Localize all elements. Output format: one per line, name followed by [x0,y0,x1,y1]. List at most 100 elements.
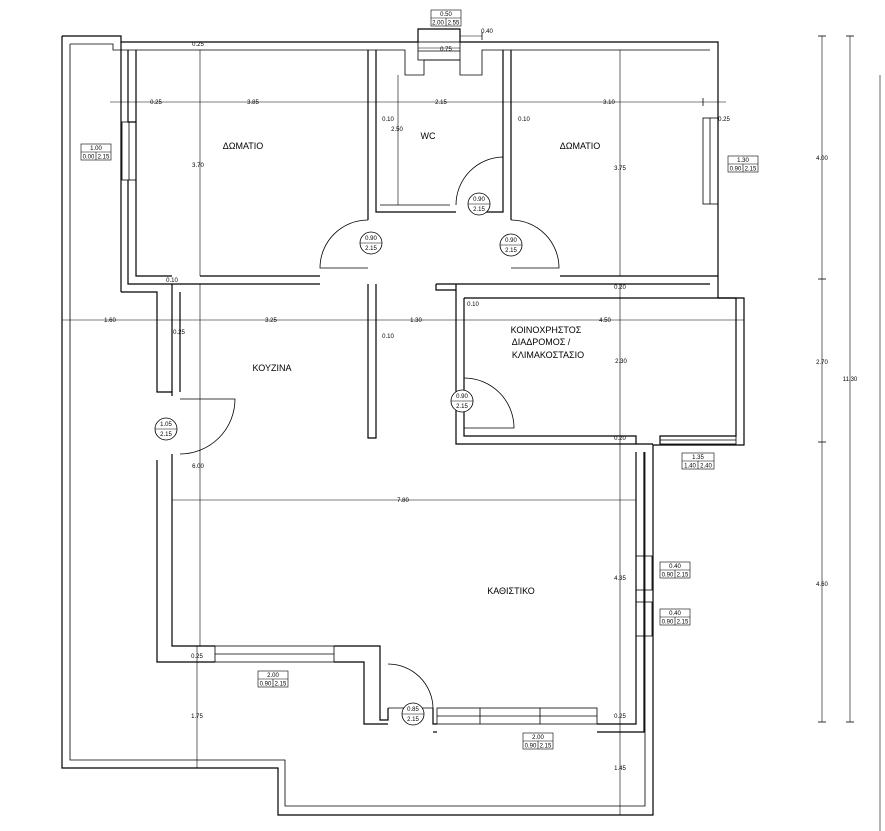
window-right-bedroom [702,117,719,205]
dim-label: 0.75 [440,47,452,53]
door-tag-wc-width: 0.90 [473,197,485,203]
opening-tag-right: 1.30 0.90 2.15 [727,155,759,173]
opening-tag-left: 1.00 0.00 2.15 [80,143,112,161]
dim-label: 1.45 [614,766,626,772]
dim-label: 4.50 [599,318,611,324]
door-tag-living-width: 0.85 [407,707,419,713]
opening-tag-living-1-height: 2.15 [677,573,689,579]
room-label-common-3: ΚΛΙΜΑΚΟΣΤΑΣΙΟ [512,350,584,360]
dim-label: 3.25 [265,318,277,324]
dimension-texts: 0.25 0.25 3.85 2.15 3.10 0.25 0.10 2.50 … [104,29,858,772]
opening-tag-living-2-height: 2.15 [677,620,689,626]
dim-label: 0.20 [614,436,626,442]
dim-label: 0.10 [467,302,479,308]
dim-label: 1.60 [104,318,116,324]
room-label-common-1: ΚΟΙΝΟΧΡΗΣΤΟΣ [511,325,582,335]
door-swing-living [387,663,434,709]
door-tag-bedroom-left-width: 0.90 [365,236,377,242]
dim-label: 1.30 [410,318,422,324]
door-swing-left-bedroom [319,219,369,269]
door-tag-living: 0.85 2.15 [401,702,425,726]
opening-tag-top-sill: 2.00 [432,21,444,27]
room-label-common-2: ΔΙΑΔΡΟΜΟΣ / [512,337,571,347]
opening-tag-living-1-sill: 0.90 [662,573,674,579]
opening-tag-top-width: 0.50 [440,12,452,18]
dim-label: 0.25 [192,42,204,48]
opening-labels: 0.50 2.00 2.55 1.00 0.00 2.15 1.30 0.90 … [80,9,759,750]
dim-label: 0.10 [382,117,394,123]
dim-label: 3.85 [247,100,259,106]
opening-tag-left-height: 2.15 [98,155,110,161]
opening-tag-bottom-2: 2.00 0.90 2.15 [522,732,554,750]
opening-tag-right-sill: 0.90 [730,167,742,173]
dim-label: 0.25 [718,117,730,123]
opening-tag-common-sill: 1.40 [684,464,696,470]
dim-label: 0.10 [382,334,394,340]
dim-label: 3.10 [603,100,615,106]
opening-tag-bottom-1-height: 2.15 [275,682,287,688]
opening-tag-bottom-2-height: 2.15 [540,744,552,750]
dim-label: 0.25 [191,654,203,660]
door-tag-kitchen-width: 1.05 [160,422,172,428]
door-tags: 0.90 2.15 0.90 2.15 0.90 2.15 0.90 2.15 … [154,192,523,726]
dim-label: 0.10 [518,117,530,123]
door-swing-kitchen [179,398,236,455]
dim-label: 2.30 [615,359,627,365]
dim-label: 0.25 [173,330,185,336]
opening-tag-left-sill: 0.00 [83,155,95,161]
dim-label: 4.60 [816,582,828,588]
room-label-living: ΚΑΘΙΣΤΙΚΟ [487,586,535,596]
door-swing-right-bedroom [510,219,560,269]
dim-label: 0.25 [150,100,162,106]
dim-label: 2.15 [435,100,447,106]
opening-tag-bottom-1-width: 2.00 [267,673,279,679]
dim-label: 7.80 [397,498,409,504]
dim-label: 3.75 [614,166,626,172]
opening-tag-living-2-sill: 0.90 [662,620,674,626]
dimension-lines [62,32,881,831]
windows [121,41,737,725]
room-label-bedroom-left: ΔΩΜΑΤΙΟ [223,141,264,151]
opening-tag-common: 1.35 1.40 2.40 [681,452,715,470]
room-label-wc: WC [421,131,436,141]
door-tag-wc: 0.90 2.15 [467,192,491,216]
dim-label: 0.25 [614,714,626,720]
door-tag-bedroom-left: 0.90 2.15 [359,231,383,255]
dim-label: 2.50 [391,127,403,133]
opening-tag-bottom-2-width: 2.00 [532,735,544,741]
opening-tag-living-2: 0.40 0.90 2.15 [659,608,691,626]
dim-label: 1.75 [191,714,203,720]
opening-tag-left-width: 1.00 [90,146,102,152]
door-swing-common [463,377,515,429]
dim-label: 3.70 [192,163,204,169]
door-tag-common-height: 2.15 [456,404,468,410]
opening-tag-right-height: 2.15 [745,167,757,173]
dim-label: 2.70 [816,360,828,366]
dim-label: 4.00 [816,156,828,162]
door-tag-wc-height: 2.15 [473,207,485,213]
room-labels: ΔΩΜΑΤΙΟ WC ΔΩΜΑΤΙΟ ΚΟΥΖΙΝΑ ΚΟΙΝΟΧΡΗΣΤΟΣ … [223,131,601,596]
opening-tag-living-1-width: 0.40 [669,564,681,570]
door-swing-wc [455,156,504,206]
dim-label: 6.00 [192,464,204,470]
door-tag-bedroom-left-height: 2.15 [365,246,377,252]
opening-tag-bottom-1: 2.00 0.90 2.15 [257,670,289,688]
dim-label: 0.40 [481,29,493,35]
door-tag-kitchen-height: 2.15 [160,432,172,438]
opening-tag-bottom-2-sill: 0.90 [525,744,537,750]
opening-tag-top: 0.50 2.00 2.55 [430,9,462,27]
dim-label: 0.10 [166,278,178,284]
opening-tag-common-width: 1.35 [692,455,704,461]
opening-tag-common-height: 2.40 [700,464,712,470]
door-tag-common: 0.90 2.15 [450,389,474,413]
opening-tag-right-width: 1.30 [737,158,749,164]
opening-tag-top-height: 2.55 [448,21,460,27]
door-swings [179,156,560,709]
room-label-bedroom-right: ΔΩΜΑΤΙΟ [560,141,601,151]
dim-label: 11.30 [843,377,858,383]
opening-tag-living-1: 0.40 0.90 2.15 [659,561,691,579]
door-tag-bedroom-right-height: 2.15 [505,248,517,254]
dim-label: 4.35 [614,576,626,582]
door-tag-kitchen: 1.05 2.15 [154,417,178,441]
